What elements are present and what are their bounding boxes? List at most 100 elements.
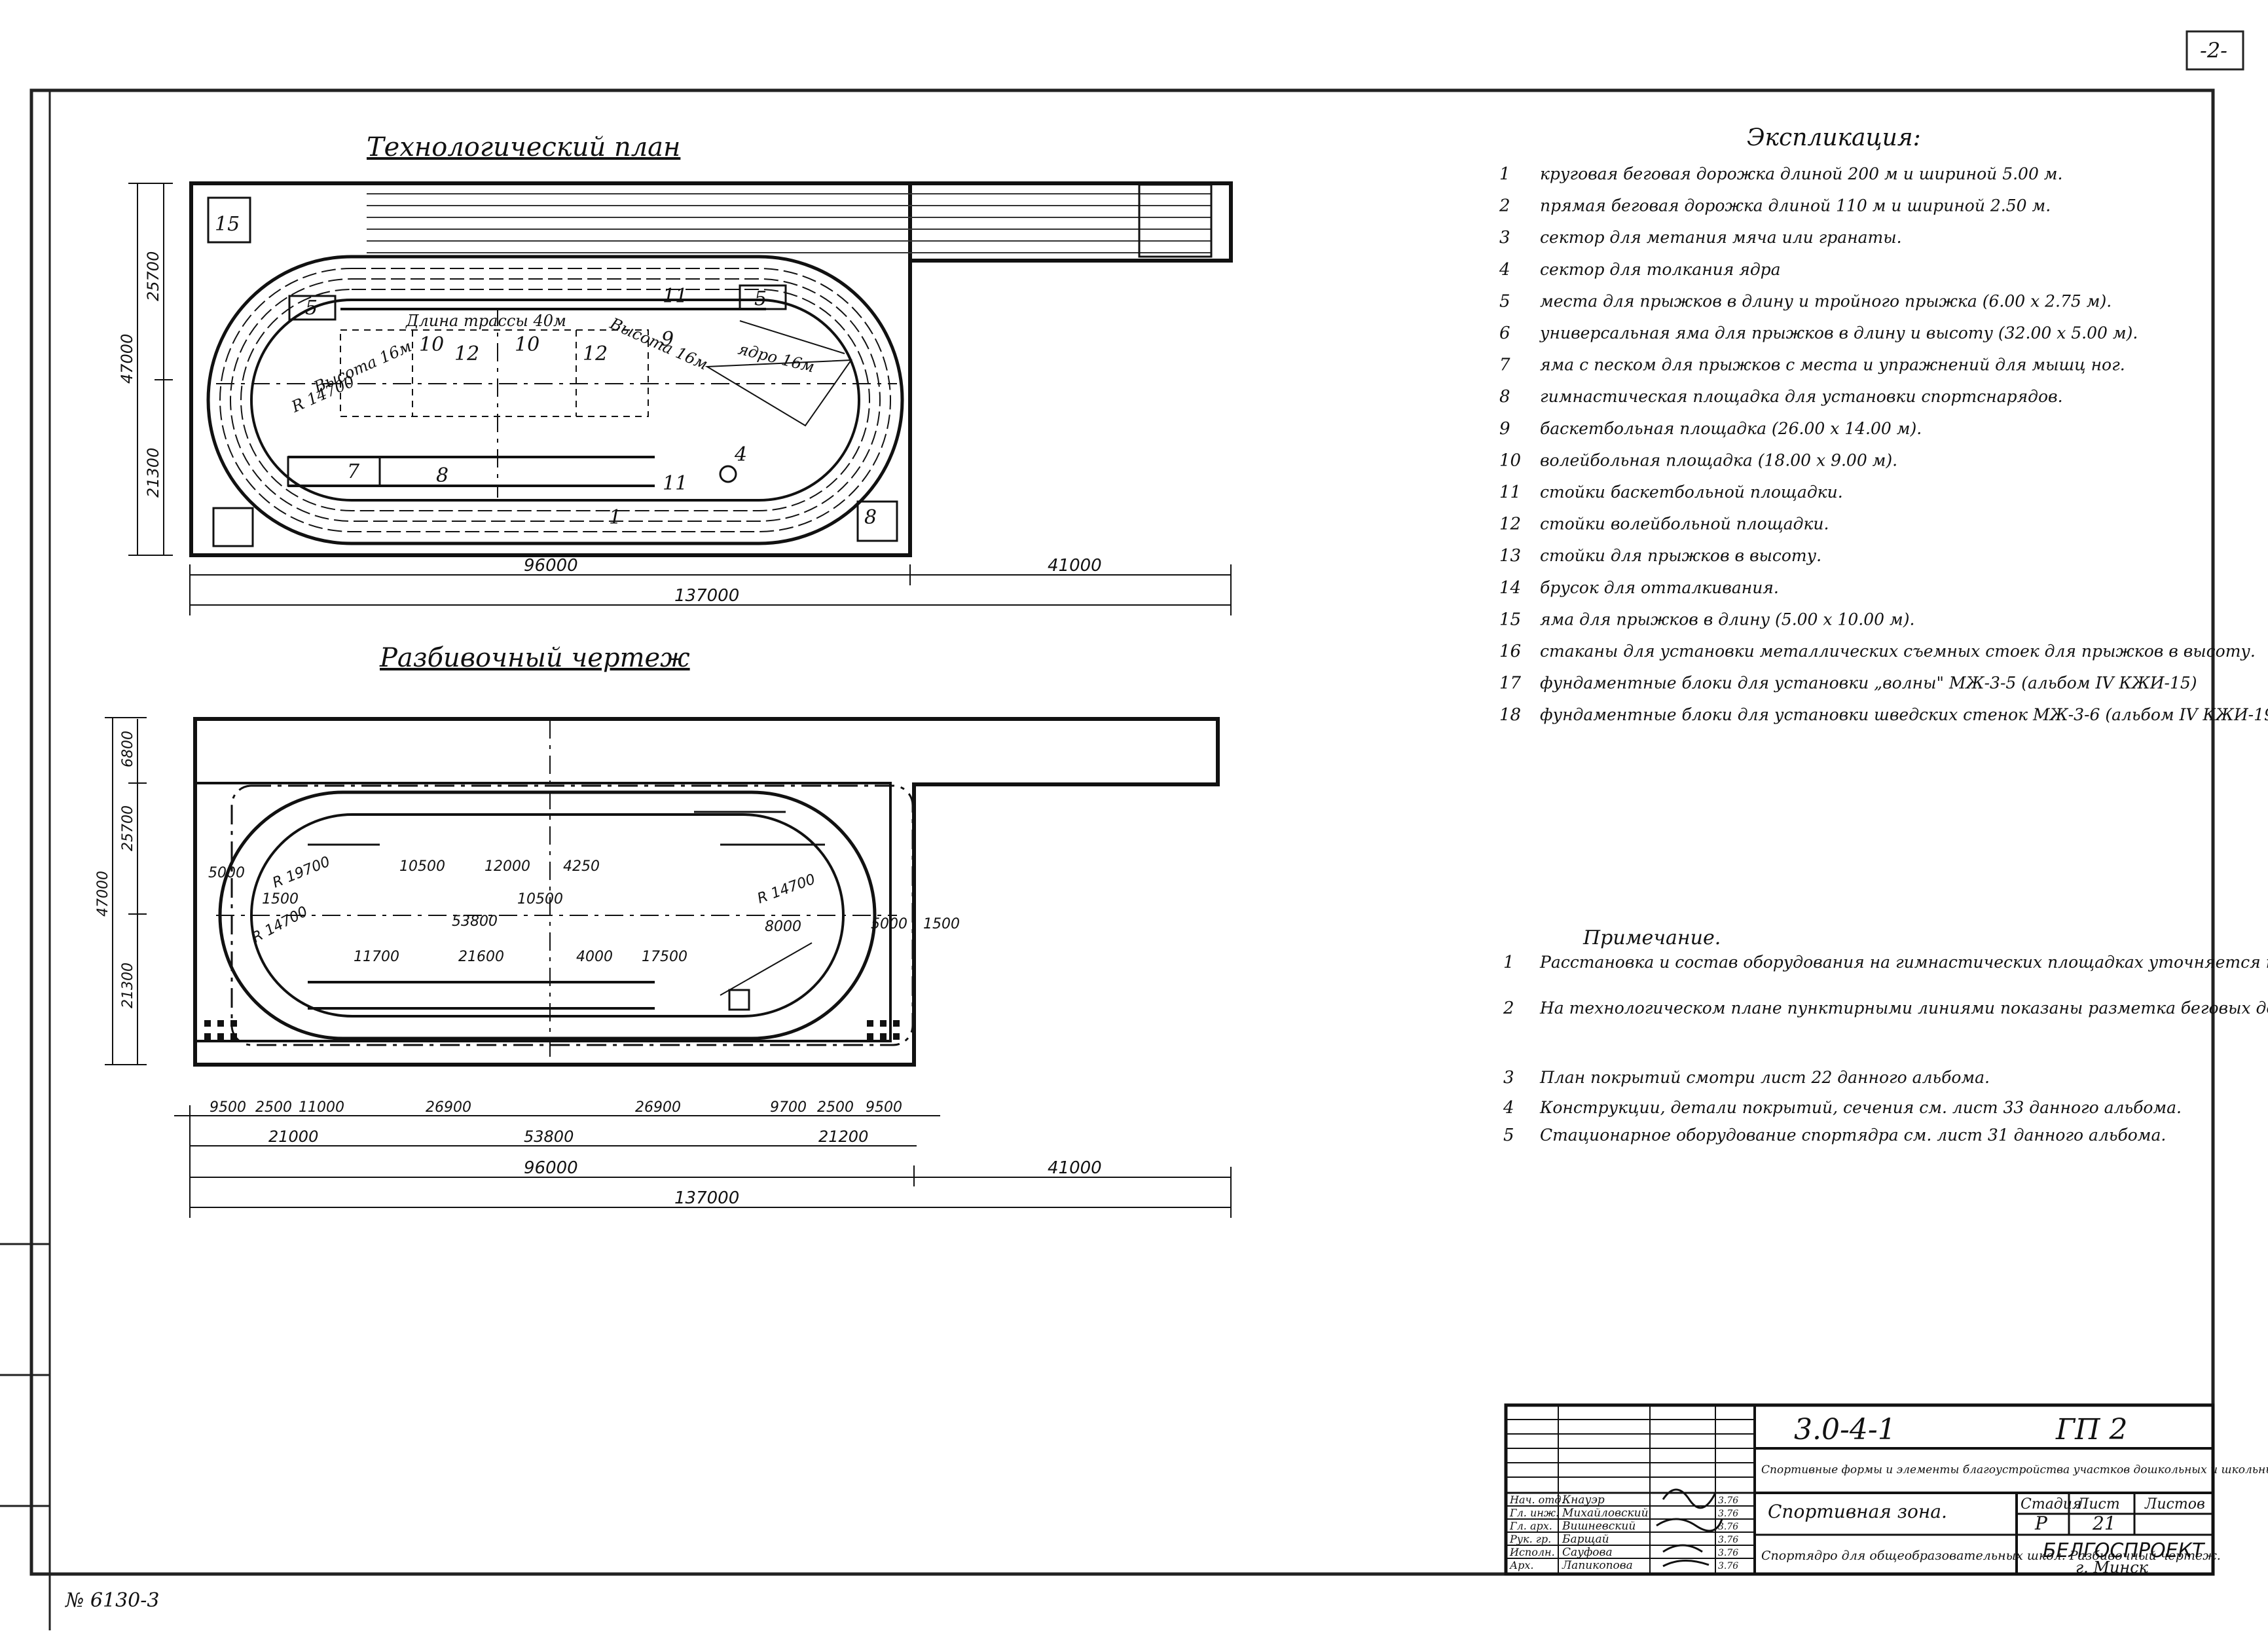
plan1-label: 12 — [454, 342, 479, 365]
plan1-note: ядро 16м — [737, 340, 816, 376]
legend-item-number: 10 — [1499, 450, 1521, 470]
tb-person-role: Гл. инж. — [1509, 1507, 1559, 1519]
tb-sheets-label: Листов — [2144, 1496, 2205, 1512]
legend-item-number: 1 — [1499, 164, 1510, 184]
legend-item-text: баскетбольная площадка (26.00 x 14.00 м)… — [1540, 419, 1922, 438]
plan1-dim: 41000 — [1048, 556, 1102, 576]
legend-item-text: стойки волейбольной площадки. — [1540, 515, 1829, 534]
legend-item-text: яма с песком для прыжков с места и упраж… — [1540, 356, 2125, 375]
plan2-dim: 21300 — [120, 962, 136, 1008]
tb-sheet-no: 21 — [2092, 1512, 2116, 1534]
tb-person-date: 3.76 — [1718, 1495, 1738, 1506]
plan2-inner-dim: 1500 — [262, 891, 299, 908]
legend-item-text: яма для прыжков в длину (5.00 x 10.00 м)… — [1540, 610, 1914, 629]
plan2-inner-dim: R 14700 — [249, 904, 310, 946]
legend-item: 1 круговая беговая дорожка длиной 200 м и… — [1499, 164, 2062, 184]
legend-item-number: 4 — [1499, 260, 1510, 280]
tb-person-date: 3.76 — [1718, 1522, 1738, 1532]
note-item-text: План покрытий смотри лист 22 данного аль… — [1539, 1068, 1990, 1087]
tb-city: г. Минск — [2076, 1558, 2149, 1577]
plan2-dimensions: 9500 2500 11000 26900 26900 9700 2500 95… — [95, 717, 1232, 1218]
plan1-dim: 25700 — [144, 251, 162, 301]
note-item-text: На технологическом плане пунктирными лин… — [1539, 999, 2268, 1018]
plan1-note: Высота 16м — [607, 314, 711, 373]
plan2-dim: 21200 — [818, 1128, 868, 1146]
tb-org: БЕЛГОСПРОЕКТ — [2043, 1539, 2206, 1562]
legend-item-number: 12 — [1499, 515, 1521, 534]
legend-item-text: сектор для метания мяча или гранаты. — [1540, 228, 1902, 247]
plan2-inner-dim: 5000 — [871, 916, 907, 932]
tb-person-name: Сауфова — [1562, 1546, 1613, 1559]
layout-drawing: Разбивочный чертеж 10500 12000 4250 1050… — [95, 643, 1232, 1218]
legend-item-text: круговая беговая дорожка длиной 200 м и … — [1540, 164, 2062, 183]
signature-mark — [1656, 1488, 1723, 1568]
plan2-dim: 25700 — [120, 805, 136, 851]
technological-plan: Технологический план — [118, 132, 1233, 615]
note-item-number: 1 — [1503, 953, 1514, 972]
plan1-labels: 15 5 5 7 8 8 9 10 10 12 12 11 11 4 1 — [215, 213, 877, 529]
tb-person-name: Вишневский — [1562, 1520, 1636, 1533]
legend-item: 17 фундаментные блоки для установки „волн… — [1499, 674, 2197, 693]
plan2-dim: 26900 — [426, 1099, 471, 1116]
plan2-inner-dim: 4250 — [563, 858, 600, 875]
legend-item-text: стойки баскетбольной площадки. — [1540, 483, 1843, 502]
plan2-title: Разбивочный чертеж — [379, 643, 690, 673]
legend-item-number: 18 — [1499, 705, 1521, 725]
notes-title: Примечание. — [1582, 926, 1721, 949]
plan1-dim: 47000 — [118, 334, 136, 384]
plan1-dim: 21300 — [144, 448, 162, 498]
corner-mark: -2- — [2200, 38, 2227, 63]
title-block: 3.0-4-1 ГП 2 Спортивные формы и элементы… — [1504, 1403, 2268, 1577]
plan2-dim: 41000 — [1048, 1158, 1102, 1178]
tb-person-role: Арх. — [1509, 1559, 1533, 1571]
bottom-left-stamp: № 6130-3 — [64, 1589, 160, 1612]
plan2-inner-dim: 5000 — [208, 865, 245, 881]
legend-item-number: 2 — [1499, 196, 1510, 216]
tb-person-date: 3.76 — [1718, 1561, 1738, 1571]
legend-item-text: фундаментные блоки для установки „волны"… — [1540, 674, 2197, 693]
legend-item-text: гимнастическая площадка для установки сп… — [1540, 387, 2063, 406]
legend-item-number: 14 — [1499, 578, 1521, 598]
note-item-number: 3 — [1503, 1068, 1514, 1088]
legend-item-number: 17 — [1499, 674, 1522, 693]
plan2-inner-dim: 11700 — [354, 949, 399, 965]
legend-item-number: 16 — [1499, 642, 1521, 661]
note-item-text: Стационарное оборудование спортядра см. … — [1540, 1126, 2166, 1145]
legend: Экспликация: 1 круговая беговая дорожка д… — [1499, 124, 2268, 725]
plan2-inner-dim: 10500 — [517, 891, 563, 908]
plan1-label: 8 — [436, 464, 448, 487]
plan1-dim: 137000 — [674, 586, 739, 606]
note-item-number: 4 — [1503, 1098, 1514, 1118]
legend-item: 12 стойки волейбольной площадки. — [1499, 515, 1829, 534]
note-item-number: 5 — [1503, 1126, 1514, 1145]
legend-title: Экспликация: — [1747, 124, 1921, 151]
legend-item-text: брусок для отталкивания. — [1540, 578, 1779, 597]
plan1-label: 9 — [661, 328, 674, 351]
tb-person-date: 3.76 — [1718, 1535, 1738, 1545]
legend-item-text: универсальная яма для прыжков в длину и … — [1539, 323, 2138, 342]
corner-mark-box — [2186, 30, 2244, 71]
plan1-note: Длина трассы 40м — [405, 312, 566, 330]
plan2-inner-dims: 10500 12000 4250 10500 53800 21600 4000 … — [208, 854, 960, 965]
plan1-label: 11 — [663, 472, 687, 495]
plan2-inner-dim: 4000 — [576, 949, 613, 965]
tb-person-date: 3.76 — [1718, 1548, 1738, 1558]
plan1-label: 10 — [515, 333, 540, 356]
tb-sheet-name: Спортивная зона. — [1768, 1501, 1947, 1522]
tb-description: Спортивные формы и элементы благоустройс… — [1761, 1463, 2268, 1476]
tb-person-role: Исполн. — [1509, 1546, 1555, 1558]
plan2-dim: 21000 — [268, 1128, 318, 1146]
plan2-dim: 2500 — [255, 1099, 292, 1116]
